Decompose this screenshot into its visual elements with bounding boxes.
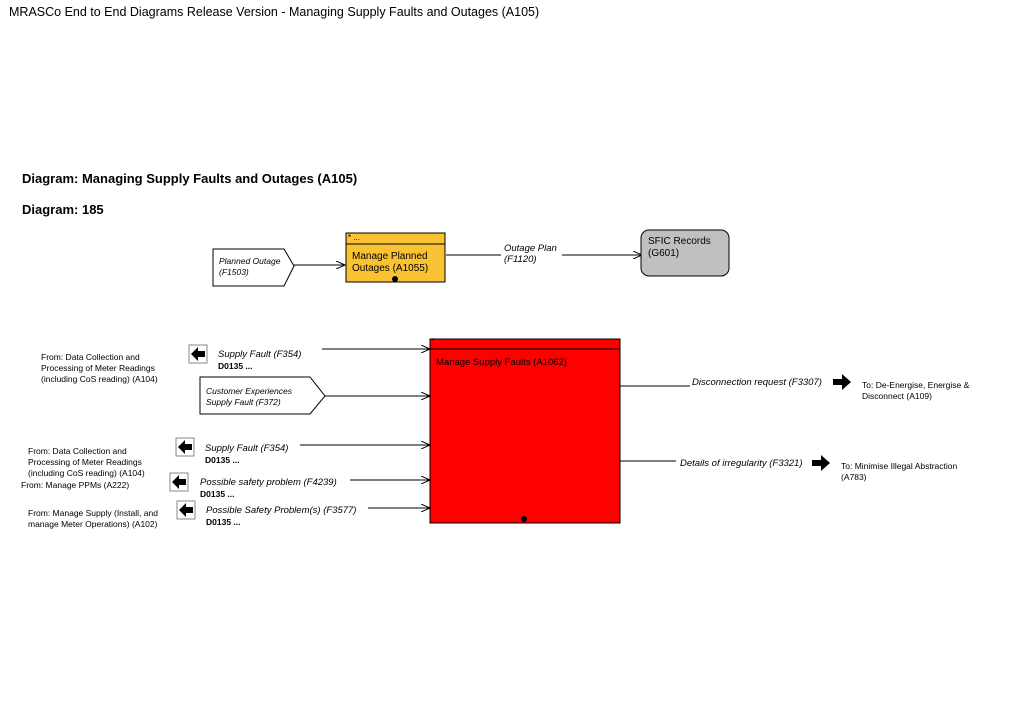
diagram-number: Diagram: 185 <box>22 202 104 217</box>
supply-faults-box-dot <box>521 516 527 522</box>
input-1-source: From: Data Collection and Processing of … <box>41 352 158 384</box>
input-1-dataflow: D0135 ... <box>218 361 253 371</box>
left-arrow-icon <box>188 344 208 364</box>
input-4-dataflow: D0135 ... <box>200 489 235 499</box>
input-5-flow-label: Possible Safety Problem(s) (F3577) <box>206 505 357 516</box>
input-4-source: From: Manage PPMs (A222) <box>21 480 130 490</box>
planned-outages-box-marker: * ... <box>348 233 361 242</box>
output-2-target: To: Minimise Illegal Abstraction (A783) <box>841 461 958 482</box>
planned-outages-box-label[interactable]: Manage Planned Outages (A1055) <box>352 251 429 274</box>
sfic-records-label[interactable]: SFIC Records (G601) <box>648 236 711 259</box>
planned-outage-input-shape <box>212 248 295 287</box>
input-1-flow-label: Supply Fault (F354) <box>218 349 302 360</box>
diagram-title: Diagram: Managing Supply Faults and Outa… <box>22 171 358 186</box>
planned-outage-input-label: Planned Outage (F1503) <box>219 256 281 277</box>
outage-plan-flow-label: Outage Plan (F1120) <box>504 243 557 265</box>
sfic-records-shape <box>640 229 730 277</box>
left-arrow-icon <box>176 500 196 520</box>
output-2-flow-label: Details of irregularity (F3321) <box>680 458 803 469</box>
input-4-flow-label: Possible safety problem (F4239) <box>200 477 337 488</box>
supply-faults-box-label[interactable]: Manage Supply Faults (A1062) <box>436 357 567 368</box>
page-title: MRASCo End to End Diagrams Release Versi… <box>9 5 540 19</box>
input-2-flow-label: Customer Experiences Supply Fault (F372) <box>206 386 292 407</box>
input-5-source: From: Manage Supply (Install, and manage… <box>28 508 158 529</box>
input-3-dataflow: D0135 ... <box>205 455 240 465</box>
supply-faults-box-marker: * <box>432 338 435 345</box>
supply-faults-box-shape <box>429 338 621 524</box>
customer-fault-input-shape <box>199 376 326 415</box>
input-3-source: From: Data Collection and Processing of … <box>28 446 145 478</box>
output-1-target: To: De-Energise, Energise & Disconnect (… <box>862 380 970 401</box>
input-5-dataflow: D0135 ... <box>206 517 241 527</box>
output-1-flow-label: Disconnection request (F3307) <box>692 377 822 388</box>
left-arrow-icon <box>175 437 195 457</box>
input-3-flow-label: Supply Fault (F354) <box>205 443 289 454</box>
planned-outages-box-dot <box>392 276 398 282</box>
planned-outages-box-shape <box>345 232 446 283</box>
right-arrow-icon <box>833 374 851 390</box>
left-arrow-icon <box>169 472 189 492</box>
right-arrow-icon <box>812 455 830 471</box>
